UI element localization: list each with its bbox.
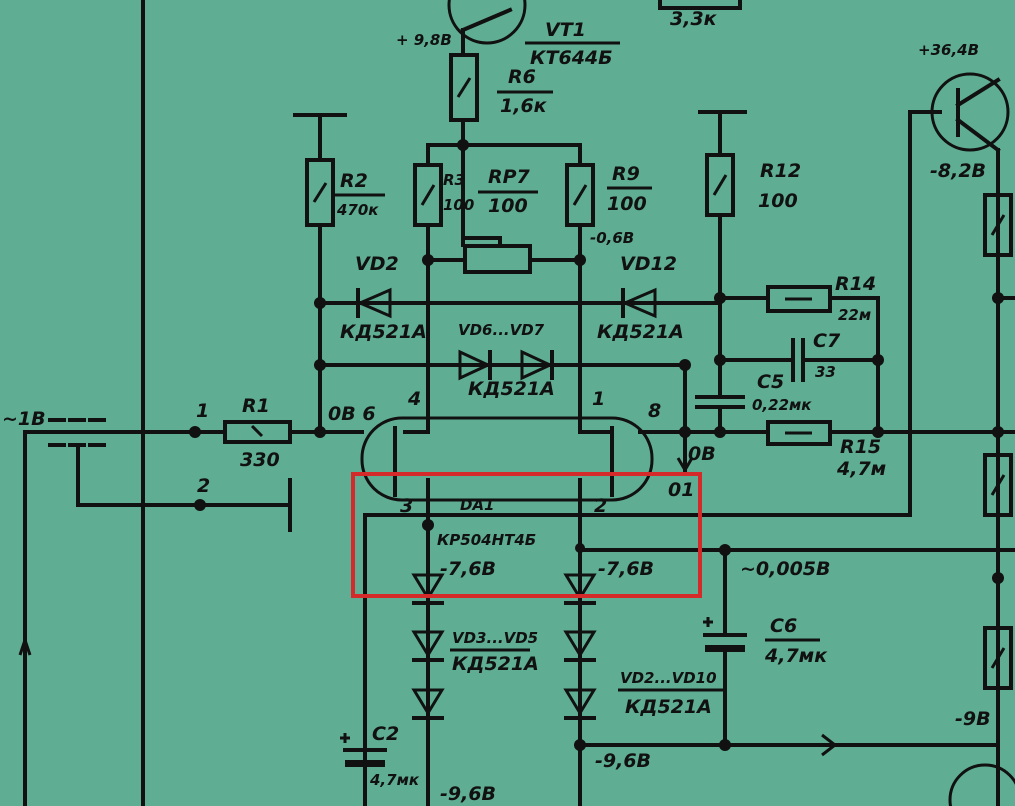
label-r2: R2 <box>340 170 368 192</box>
label-r3: R3 <box>443 171 465 189</box>
label-r12: R12 <box>760 160 801 182</box>
label-da1: DA1 <box>460 496 495 514</box>
label-r-top-val: 3,3к <box>670 8 718 30</box>
resistor-r9 <box>565 163 595 227</box>
capacitor-c2 <box>340 733 387 767</box>
label-v-out2: ~0,005В <box>740 558 831 580</box>
transistor-vt1 <box>447 0 527 45</box>
label-r12-val: 100 <box>758 190 798 212</box>
label-vd2-type: КД521А <box>340 321 427 343</box>
label-vt1-type: КТ644Б <box>530 47 613 69</box>
resistor-r1 <box>223 420 292 444</box>
label-v-vt-right: +36,4В <box>918 41 979 59</box>
label-v-out: 0В <box>688 443 716 465</box>
label-rp7-val: 100 <box>488 195 528 217</box>
label-v-vt1: + 9,8В <box>396 31 452 49</box>
resistor-r3 <box>413 163 443 227</box>
potentiometer-rp7 <box>461 236 532 274</box>
label-v-bl: -9,6В <box>440 783 496 805</box>
label-vd2-10-type: КД521А <box>625 696 712 718</box>
labels: VT1 КТ644Б + 9,8В 3,3к R6 1,6к R2 470к R… <box>2 8 991 805</box>
resistor-top <box>658 0 742 10</box>
label-vt1: VT1 <box>545 19 586 41</box>
resistor-right-2 <box>983 453 1013 517</box>
label-r9-val: 100 <box>607 193 647 215</box>
label-pin2b: 2 <box>594 495 607 517</box>
label-vd3-5-type: КД521А <box>452 653 539 675</box>
label-r14-val: 22м <box>838 306 871 324</box>
label-v-right2: -8,2В <box>930 160 986 182</box>
label-c2-val: 4,7мк <box>369 771 420 789</box>
label-da1-type: КР504НТ4Б <box>437 531 536 549</box>
label-r3-val: 100 <box>443 196 474 214</box>
resistor-r15 <box>766 420 832 446</box>
label-vd2: VD2 <box>355 253 399 275</box>
capacitor-c6 <box>703 617 747 652</box>
label-vd12-type: КД521А <box>597 321 684 343</box>
label-r2-val: 470к <box>336 201 379 219</box>
junctions <box>189 139 1004 751</box>
resistor-r2 <box>305 158 335 227</box>
label-pin4: 4 <box>407 388 421 410</box>
label-vd2-10: VD2...VD10 <box>620 669 717 687</box>
transistor-right <box>930 72 1010 152</box>
resistor-r12 <box>705 153 735 217</box>
label-pin1b: 1 <box>592 388 605 410</box>
label-r1: R1 <box>242 395 270 417</box>
diode-vd2 <box>356 287 392 319</box>
label-r14: R14 <box>835 273 876 295</box>
label-c5-val: 0,22мк <box>752 396 812 414</box>
highlight-box <box>351 472 702 598</box>
wires <box>18 0 1015 806</box>
diodes-vd3-vd5 <box>411 573 445 720</box>
capacitor-c5 <box>695 395 745 409</box>
label-c6-val: 4,7мк <box>764 645 828 667</box>
label-v-br: -9,6В <box>595 750 651 772</box>
resistor-right-3 <box>983 626 1013 690</box>
label-r15: R15 <box>840 436 881 458</box>
diodes-vd2-vd10 <box>563 573 597 720</box>
label-c7: C7 <box>813 330 841 352</box>
label-v-r9: -0,6В <box>590 229 634 247</box>
diode-vd6 <box>458 349 492 381</box>
label-vd6-7: VD6...VD7 <box>458 321 545 339</box>
input-contacts <box>48 418 112 447</box>
transistor-bottom <box>948 763 1015 806</box>
resistor-r14 <box>766 285 832 313</box>
label-v-right: -7,6В <box>598 558 654 580</box>
label-pin01: 01 <box>668 479 694 501</box>
label-rp7: RP7 <box>488 166 531 188</box>
label-vd12: VD12 <box>620 253 677 275</box>
label-vd6-7-type: КД521А <box>468 378 555 400</box>
label-input-voltage: ~1В <box>2 408 46 430</box>
capacitor-c7 <box>791 338 805 382</box>
opamp-da1 <box>360 416 654 502</box>
label-pin2: 2 <box>197 475 210 497</box>
label-pin8: 8 <box>648 400 661 422</box>
label-v-m9: -9В <box>955 708 991 730</box>
resistor-right-1 <box>983 193 1013 257</box>
diode-vd12 <box>621 287 657 319</box>
label-r9: R9 <box>612 163 640 185</box>
label-c2: C2 <box>372 723 399 745</box>
label-r1-val: 330 <box>240 449 280 471</box>
label-r6: R6 <box>508 66 536 88</box>
label-r15-val: 4,7м <box>836 458 886 480</box>
label-v-in6: 0В 6 <box>328 403 376 425</box>
resistor-r6 <box>449 53 479 122</box>
label-pin1: 1 <box>196 400 209 422</box>
label-c6: C6 <box>770 615 797 637</box>
label-vd3-5: VD3...VD5 <box>452 629 538 647</box>
components <box>48 0 1015 806</box>
diode-vd7 <box>520 349 554 381</box>
label-c5: C5 <box>757 371 784 393</box>
label-r6-val: 1,6к <box>500 95 548 117</box>
label-v-left: -7,6В <box>440 558 496 580</box>
label-c7-val: 33 <box>815 363 836 381</box>
label-pin3: 3 <box>400 495 413 517</box>
